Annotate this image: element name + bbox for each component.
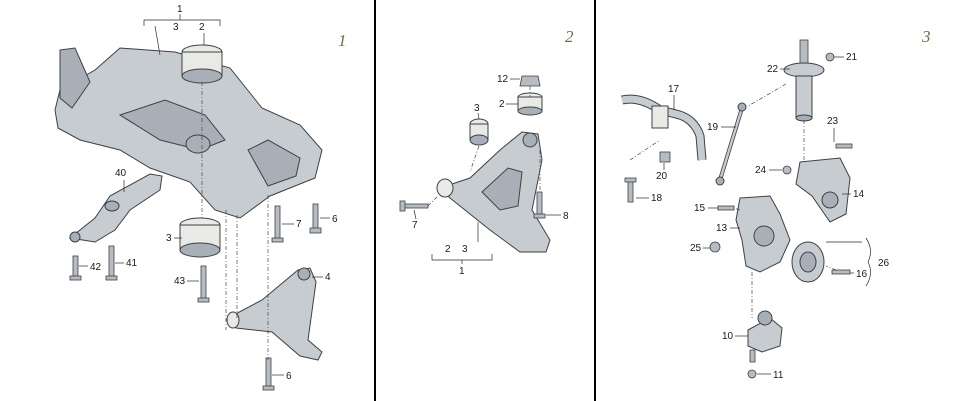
callout-17: 17	[668, 84, 680, 95]
bush-p2	[469, 118, 489, 146]
callout-18: 18	[651, 193, 663, 204]
stabilizer-link	[715, 102, 747, 186]
callout-14: 14	[853, 189, 865, 200]
callouts-p2: 12 2 3 7 8 2 3 1	[412, 74, 569, 277]
stabilizer-bar	[621, 94, 707, 161]
callout-26: 26	[878, 258, 890, 269]
callout-19: 19	[707, 122, 719, 133]
callout-11: 11	[773, 370, 784, 381]
callout-13: 13	[716, 223, 728, 234]
callout-2-bottom: 2	[445, 244, 451, 255]
subframe-assembly	[54, 47, 323, 219]
callout-20: 20	[656, 171, 668, 182]
callout-22: 22	[767, 64, 779, 75]
dash-lines-p1	[201, 82, 269, 360]
callout-6-upper: 6	[332, 214, 338, 225]
panel-number-2: 2	[565, 27, 574, 46]
callout-3-bottom: 3	[462, 244, 468, 255]
lower-control-arm-p1	[226, 267, 323, 361]
callouts-p3: 21 22 17 23 19 24 20 14 18 15 13 25 26 1…	[636, 52, 890, 381]
callout-42: 42	[90, 262, 102, 273]
callout-2-p2: 2	[499, 99, 505, 110]
callout-43: 43	[174, 276, 186, 287]
lower-control-arm-p2	[436, 131, 551, 253]
callout-3: 3	[173, 22, 179, 33]
bolts-p1	[69, 203, 322, 391]
steering-knuckle	[735, 195, 791, 273]
callout-12: 12	[497, 74, 509, 85]
wheel-bearing-housing	[795, 157, 851, 223]
callout-8: 8	[563, 211, 569, 222]
ball-joint	[747, 310, 783, 363]
callout-3-lower: 3	[166, 233, 172, 244]
bolts-p3	[624, 52, 853, 379]
torque-rod	[68, 173, 163, 243]
wheel-hub	[791, 241, 825, 283]
callout-3-p2: 3	[474, 103, 480, 114]
panel-number-3: 3	[921, 27, 931, 46]
strut	[783, 39, 825, 122]
callout-40: 40	[115, 168, 127, 179]
dash-lines-p3	[629, 83, 837, 318]
dash-lines-p2	[427, 86, 541, 207]
callout-1-group: 1	[177, 4, 183, 15]
callout-25: 25	[690, 243, 702, 254]
callout-21: 21	[846, 52, 858, 63]
callout-7: 7	[296, 219, 302, 230]
callout-4: 4	[325, 272, 331, 283]
callout-23: 23	[827, 116, 839, 127]
callout-1-p2: 1	[459, 266, 465, 277]
mount-bush-upper	[181, 44, 223, 84]
panel-number-1: 1	[338, 31, 347, 50]
callout-7-p2: 7	[412, 220, 418, 231]
callout-2: 2	[199, 22, 205, 33]
callout-15: 15	[694, 203, 706, 214]
callout-41: 41	[126, 258, 138, 269]
callout-10: 10	[722, 331, 734, 342]
mount-bush-lower	[179, 217, 221, 258]
callout-6-lower: 6	[286, 371, 292, 382]
callouts-p1: 1 2 3 40 7 6 3 42 41 43 4 6	[79, 4, 338, 382]
callout-16: 16	[856, 269, 868, 280]
balljoint-bush-p2	[517, 75, 543, 116]
callout-24: 24	[755, 165, 767, 176]
